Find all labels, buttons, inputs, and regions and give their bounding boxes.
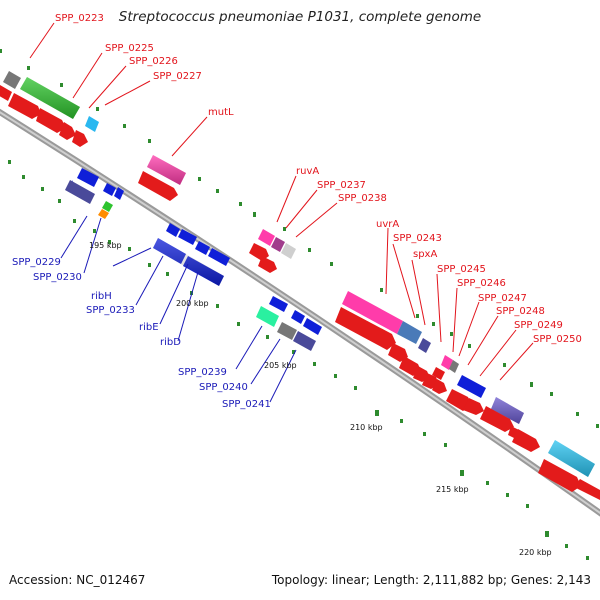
accession-text: Accession: NC_012467: [9, 573, 146, 587]
gene-label[interactable]: SPP_0247: [478, 293, 527, 304]
gene-label[interactable]: ribE: [139, 322, 159, 333]
gene-label[interactable]: SPP_0233: [86, 305, 135, 316]
gene-label[interactable]: mutL: [208, 107, 234, 118]
axis-label: 195 kbp: [89, 241, 122, 250]
gene-label[interactable]: SPP_0223: [55, 13, 104, 24]
reverse-gene-labels: SPP_0229 SPP_0230 ribH SPP_0233 ribE rib…: [12, 257, 271, 410]
gene-label[interactable]: uvrA: [376, 219, 399, 230]
axis-label: 220 kbp: [519, 548, 552, 557]
gene-label[interactable]: SPP_0243: [393, 233, 442, 244]
axis-label: 205 kbp: [264, 361, 297, 370]
gene-label[interactable]: ribH: [91, 291, 112, 302]
axis-label: 210 kbp: [350, 423, 383, 432]
gene-label[interactable]: SPP_0225: [105, 43, 154, 54]
gene-label[interactable]: SPP_0245: [437, 264, 486, 275]
gene-label[interactable]: SPP_0238: [338, 193, 387, 204]
axis-label: 215 kbp: [436, 485, 469, 494]
gene-label[interactable]: SPP_0250: [533, 334, 582, 345]
axis-label: 200 kbp: [176, 299, 209, 308]
inner-tick-track: [8, 160, 589, 560]
gene-label[interactable]: SPP_0230: [33, 272, 82, 283]
forward-gene-labels: SPP_0223 SPP_0225 SPP_0226 SPP_0227 mutL…: [55, 13, 582, 345]
gene-label[interactable]: ribD: [160, 337, 181, 348]
gene-label[interactable]: SPP_0248: [496, 306, 545, 317]
map-title: Streptococcus pneumoniae P1031, complete…: [118, 9, 482, 25]
gene-label[interactable]: SPP_0240: [199, 382, 248, 393]
gene-label[interactable]: spxA: [413, 249, 437, 260]
gene-label[interactable]: SPP_0241: [222, 399, 271, 410]
outer-tick-track: [0, 49, 599, 428]
gene-label[interactable]: SPP_0249: [514, 320, 563, 331]
forward-features: [0, 71, 600, 500]
gene-label[interactable]: SPP_0226: [129, 56, 178, 67]
gene-label[interactable]: ruvA: [296, 166, 319, 177]
genome-summary-text: Topology: linear; Length: 2,111,882 bp; …: [271, 573, 591, 587]
gene-label[interactable]: SPP_0239: [178, 367, 227, 378]
reverse-leader-lines: [60, 215, 297, 403]
gene-label[interactable]: SPP_0246: [457, 278, 506, 289]
gene-label[interactable]: SPP_0237: [317, 180, 366, 191]
feature-grey: [3, 71, 21, 89]
feature-cyan: [85, 116, 99, 132]
reverse-features: [65, 168, 322, 351]
gene-label[interactable]: SPP_0229: [12, 257, 61, 268]
gene-label[interactable]: SPP_0227: [153, 71, 202, 82]
forward-leader-lines: [29, 22, 534, 381]
